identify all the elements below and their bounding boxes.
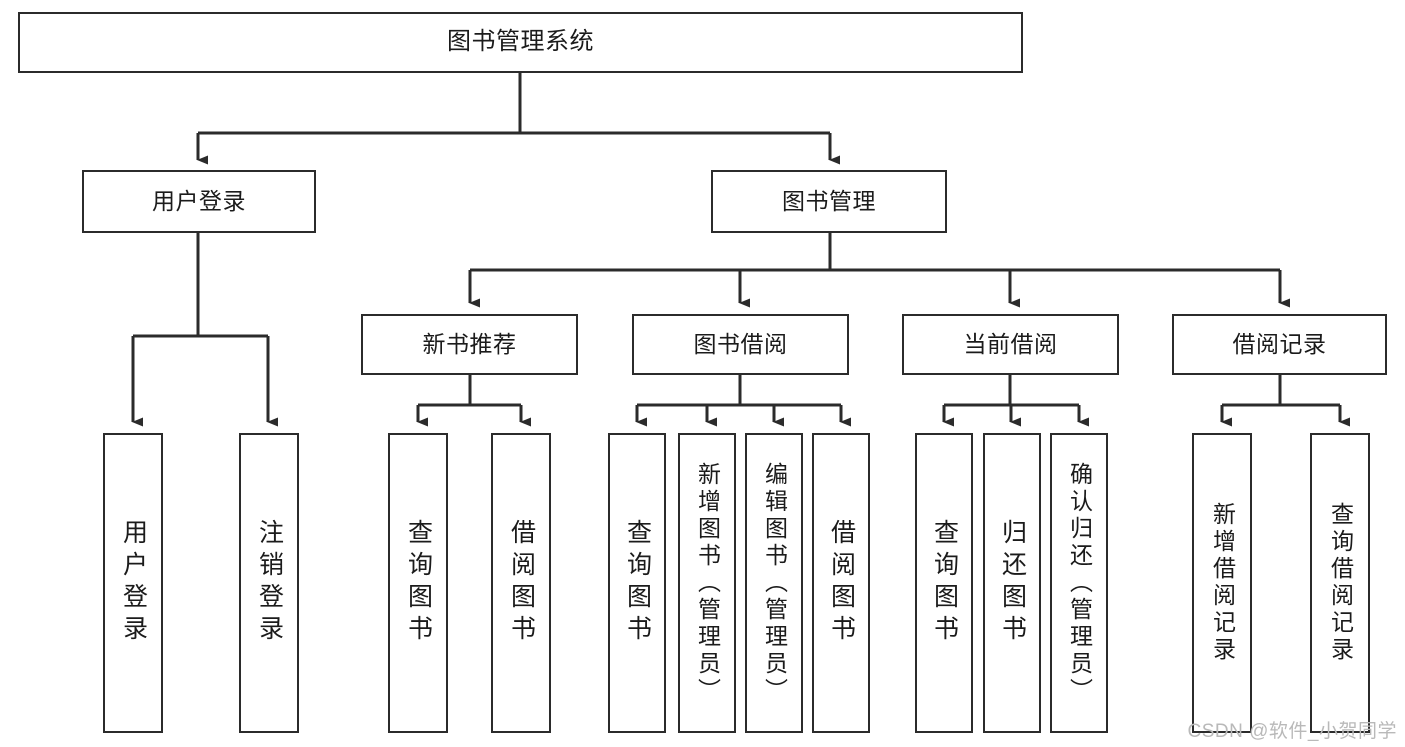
node-label: 当前借阅 xyxy=(963,330,1058,357)
leaf-borrow-book[interactable]: 借阅图书 xyxy=(812,433,870,733)
leaf-query-book-current[interactable]: 查询图书 xyxy=(915,433,973,733)
node-book-borrow[interactable]: 图书借阅 xyxy=(632,314,849,375)
node-label: 归还图书 xyxy=(998,519,1027,647)
node-book-management[interactable]: 图书管理 xyxy=(711,170,947,233)
node-user-login[interactable]: 用户登录 xyxy=(82,170,316,233)
watermark-text: CSDN @软件_小贺同学 xyxy=(1187,721,1397,742)
node-label: 新增借阅记录 xyxy=(1209,502,1236,664)
node-label: 编辑图书（管理员） xyxy=(761,461,788,705)
leaf-edit-book-admin[interactable]: 编辑图书（管理员） xyxy=(745,433,803,733)
node-label: 用户登录 xyxy=(119,519,148,647)
leaf-add-book-admin[interactable]: 新增图书（管理员） xyxy=(678,433,736,733)
node-label: 查询借阅记录 xyxy=(1327,502,1354,664)
node-label: 借阅记录 xyxy=(1232,330,1327,357)
node-borrow-records[interactable]: 借阅记录 xyxy=(1172,314,1387,375)
node-label: 注销登录 xyxy=(255,519,284,647)
node-label: 新书推荐 xyxy=(422,330,517,357)
node-label: 图书管理系统 xyxy=(447,28,594,56)
node-label: 图书借阅 xyxy=(693,330,788,357)
node-label: 用户登录 xyxy=(152,187,246,214)
node-root-system[interactable]: 图书管理系统 xyxy=(18,12,1023,73)
node-label: 确认归还（管理员） xyxy=(1066,461,1093,705)
leaf-query-book-recommend[interactable]: 查询图书 xyxy=(388,433,448,733)
leaf-return-book[interactable]: 归还图书 xyxy=(983,433,1041,733)
node-label: 查询图书 xyxy=(404,519,433,647)
leaf-query-borrow-record[interactable]: 查询借阅记录 xyxy=(1310,433,1370,733)
leaf-borrow-book-recommend[interactable]: 借阅图书 xyxy=(491,433,551,733)
leaf-confirm-return-admin[interactable]: 确认归还（管理员） xyxy=(1050,433,1108,733)
leaf-user-login[interactable]: 用户登录 xyxy=(103,433,163,733)
node-label: 查询图书 xyxy=(930,519,959,647)
node-label: 借阅图书 xyxy=(507,519,536,647)
node-new-book-recommend[interactable]: 新书推荐 xyxy=(361,314,578,375)
node-label: 新增图书（管理员） xyxy=(694,461,721,705)
node-label: 查询图书 xyxy=(623,519,652,647)
node-label: 借阅图书 xyxy=(827,519,856,647)
leaf-query-book-borrow[interactable]: 查询图书 xyxy=(608,433,666,733)
node-current-borrow[interactable]: 当前借阅 xyxy=(902,314,1119,375)
leaf-user-logout[interactable]: 注销登录 xyxy=(239,433,299,733)
node-label: 图书管理 xyxy=(782,187,876,214)
leaf-add-borrow-record[interactable]: 新增借阅记录 xyxy=(1192,433,1252,733)
